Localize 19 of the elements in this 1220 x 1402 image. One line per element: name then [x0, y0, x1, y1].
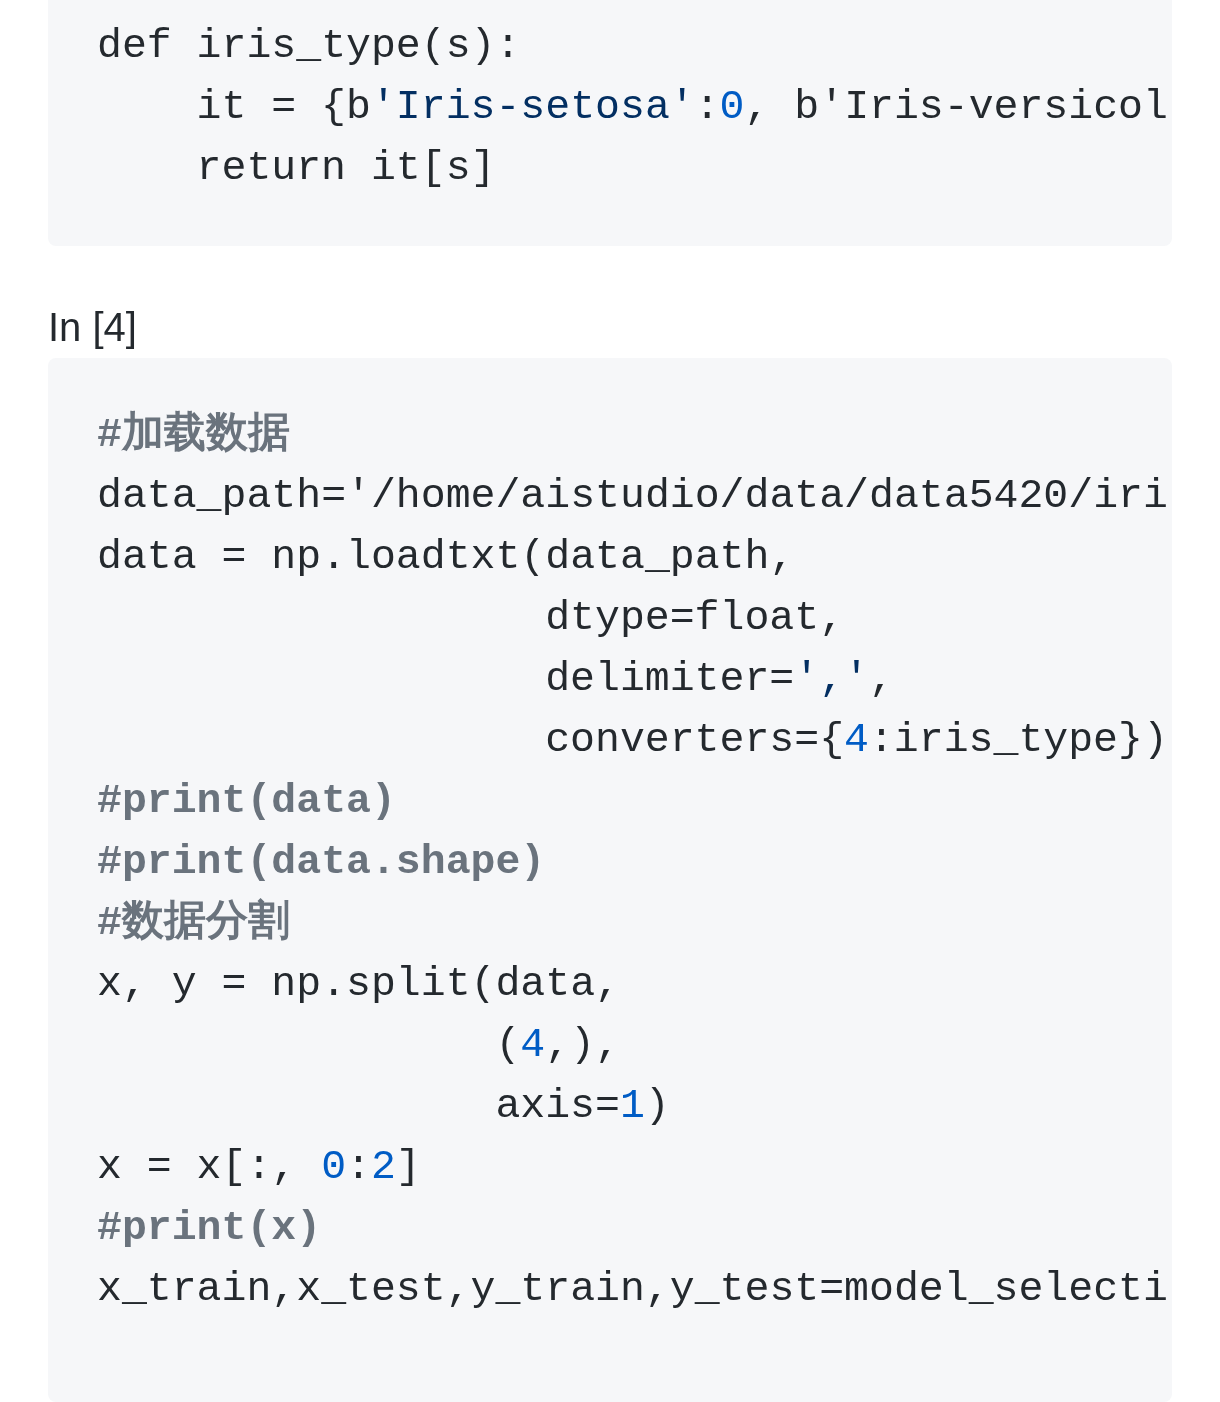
cell-prompt: In [4]	[48, 304, 137, 351]
code-line: x = x[:, 0:2]	[97, 1142, 421, 1192]
code-line: def iris_type(s):	[97, 21, 521, 71]
code-line: converters={4:iris_type})	[545, 715, 1168, 765]
code-line: axis=1)	[495, 1081, 670, 1131]
code-line: it = {b'Iris-setosa':0, b'Iris-versicol	[196, 82, 1168, 132]
code-comment: #加载数据	[97, 409, 290, 460]
code-line: x, y = np.split(data,	[97, 959, 620, 1009]
code-line: return it[s]	[196, 143, 496, 193]
code-line: data = np.loadtxt(data_path,	[97, 532, 795, 582]
code-comment: #print(data)	[97, 776, 396, 826]
code-comment: #数据分割	[97, 897, 290, 948]
code-comment: #print(x)	[97, 1203, 322, 1253]
code-line: data_path='/home/aistudio/data/data5420/iri	[97, 471, 1168, 521]
code-line: delimiter=',',	[545, 654, 894, 704]
code-line: dtype=float,	[545, 593, 845, 643]
code-line: (4,),	[495, 1020, 620, 1070]
code-line: x_train,x_test,y_train,y_test=model_selecti	[97, 1264, 1168, 1314]
code-comment: #print(data.shape)	[97, 837, 546, 887]
